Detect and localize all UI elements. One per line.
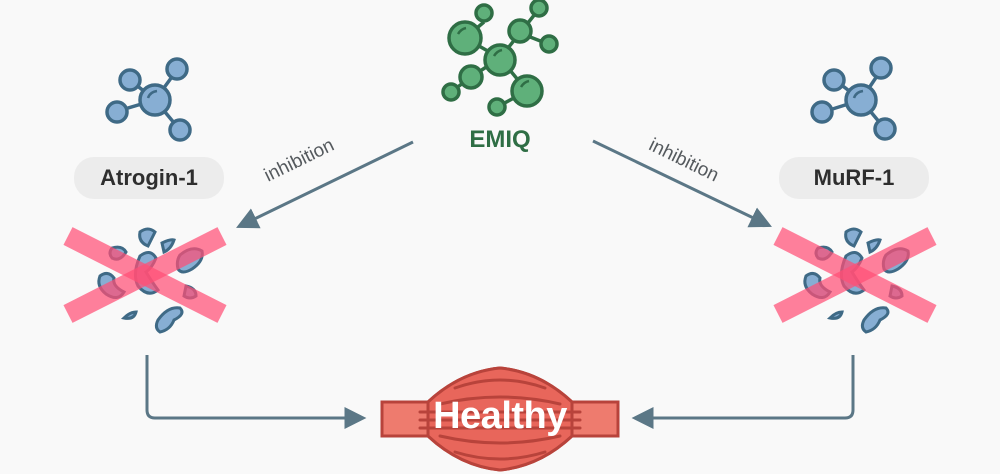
left-outcome-arrow <box>145 355 367 429</box>
murf-label: MuRF-1 <box>779 157 929 199</box>
atrogin-molecule-icon <box>105 57 192 142</box>
atrogin-label: Atrogin-1 <box>74 157 224 199</box>
emiq-molecule-icon <box>441 0 559 117</box>
muscle-icon <box>380 366 620 472</box>
emiq-label: EMIQ <box>469 126 531 153</box>
murf-cross-icon <box>773 227 937 323</box>
murf-molecule-icon <box>810 56 897 141</box>
left-inhibition-arrow <box>236 140 414 229</box>
atrogin-cross-icon <box>63 227 227 323</box>
right-outcome-arrow <box>631 355 855 429</box>
right-inhibition-arrow <box>592 139 772 228</box>
atrogin-label-text: Atrogin-1 <box>100 165 198 190</box>
murf-label-text: MuRF-1 <box>813 165 895 190</box>
healthy-label: Healthy <box>433 395 567 437</box>
